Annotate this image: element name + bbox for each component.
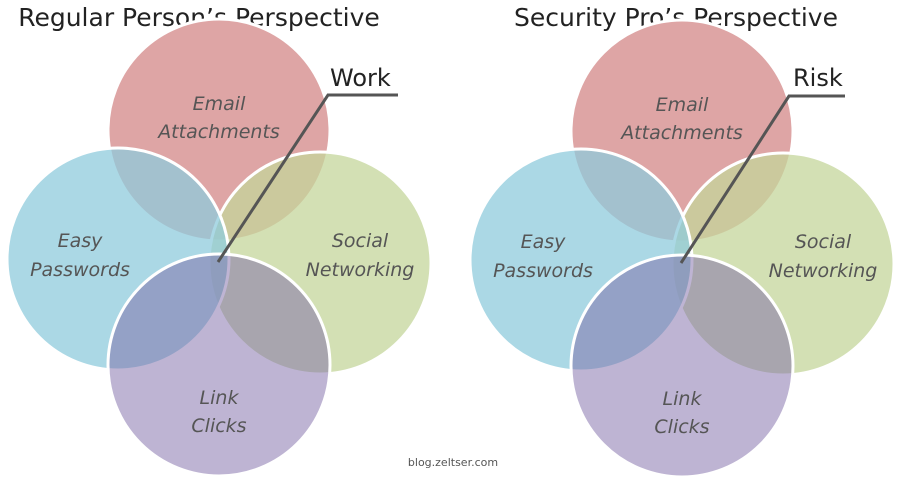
label-line: Easy xyxy=(521,231,567,253)
credit: blog.zeltser.com xyxy=(408,456,498,469)
label-line: Easy xyxy=(58,230,104,252)
label-line: Passwords xyxy=(493,260,593,282)
label-line: Link xyxy=(663,388,703,410)
callout-label: Risk xyxy=(793,64,843,92)
circle-link-clicks xyxy=(569,253,795,479)
callout-line xyxy=(216,93,398,263)
callout-line xyxy=(679,94,845,264)
label-line: Clicks xyxy=(191,415,246,437)
label-line: Attachments xyxy=(156,121,280,143)
label-line: Email xyxy=(656,94,709,116)
callout-label: Work xyxy=(330,64,391,92)
label-line: Social xyxy=(795,231,852,253)
label-line: Passwords xyxy=(30,259,130,281)
circle-link-clicks xyxy=(106,252,332,478)
label-line: Attachments xyxy=(619,122,743,144)
label-line: Networking xyxy=(306,259,415,281)
label-line: Social xyxy=(332,230,389,252)
label-line: Clicks xyxy=(654,416,709,438)
label-line: Link xyxy=(200,387,240,409)
label-line: Networking xyxy=(769,260,878,282)
label-line: Email xyxy=(193,93,246,115)
